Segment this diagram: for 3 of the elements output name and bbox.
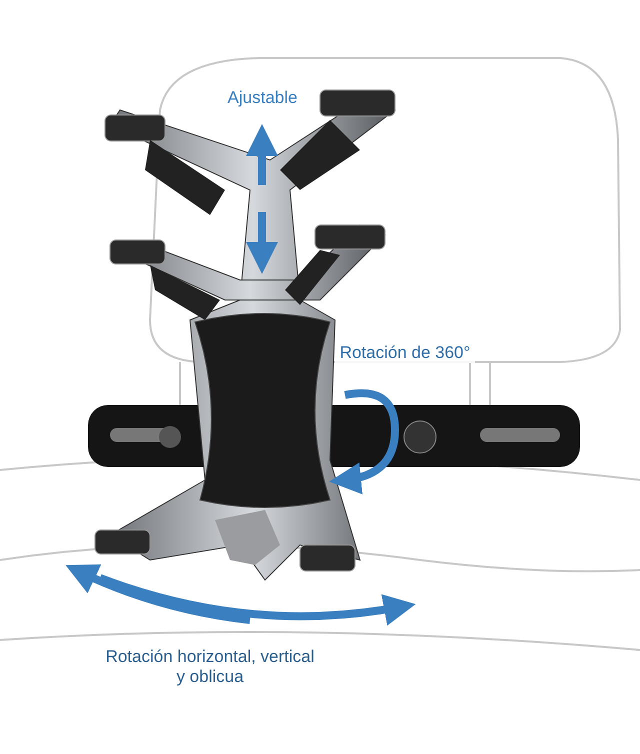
annotation-label: Rotación de 360° — [335, 343, 475, 364]
annotation-label: Ajustable — [226, 88, 298, 108]
annotation-label: Rotación horizontal, vertical y oblicua — [104, 647, 316, 688]
